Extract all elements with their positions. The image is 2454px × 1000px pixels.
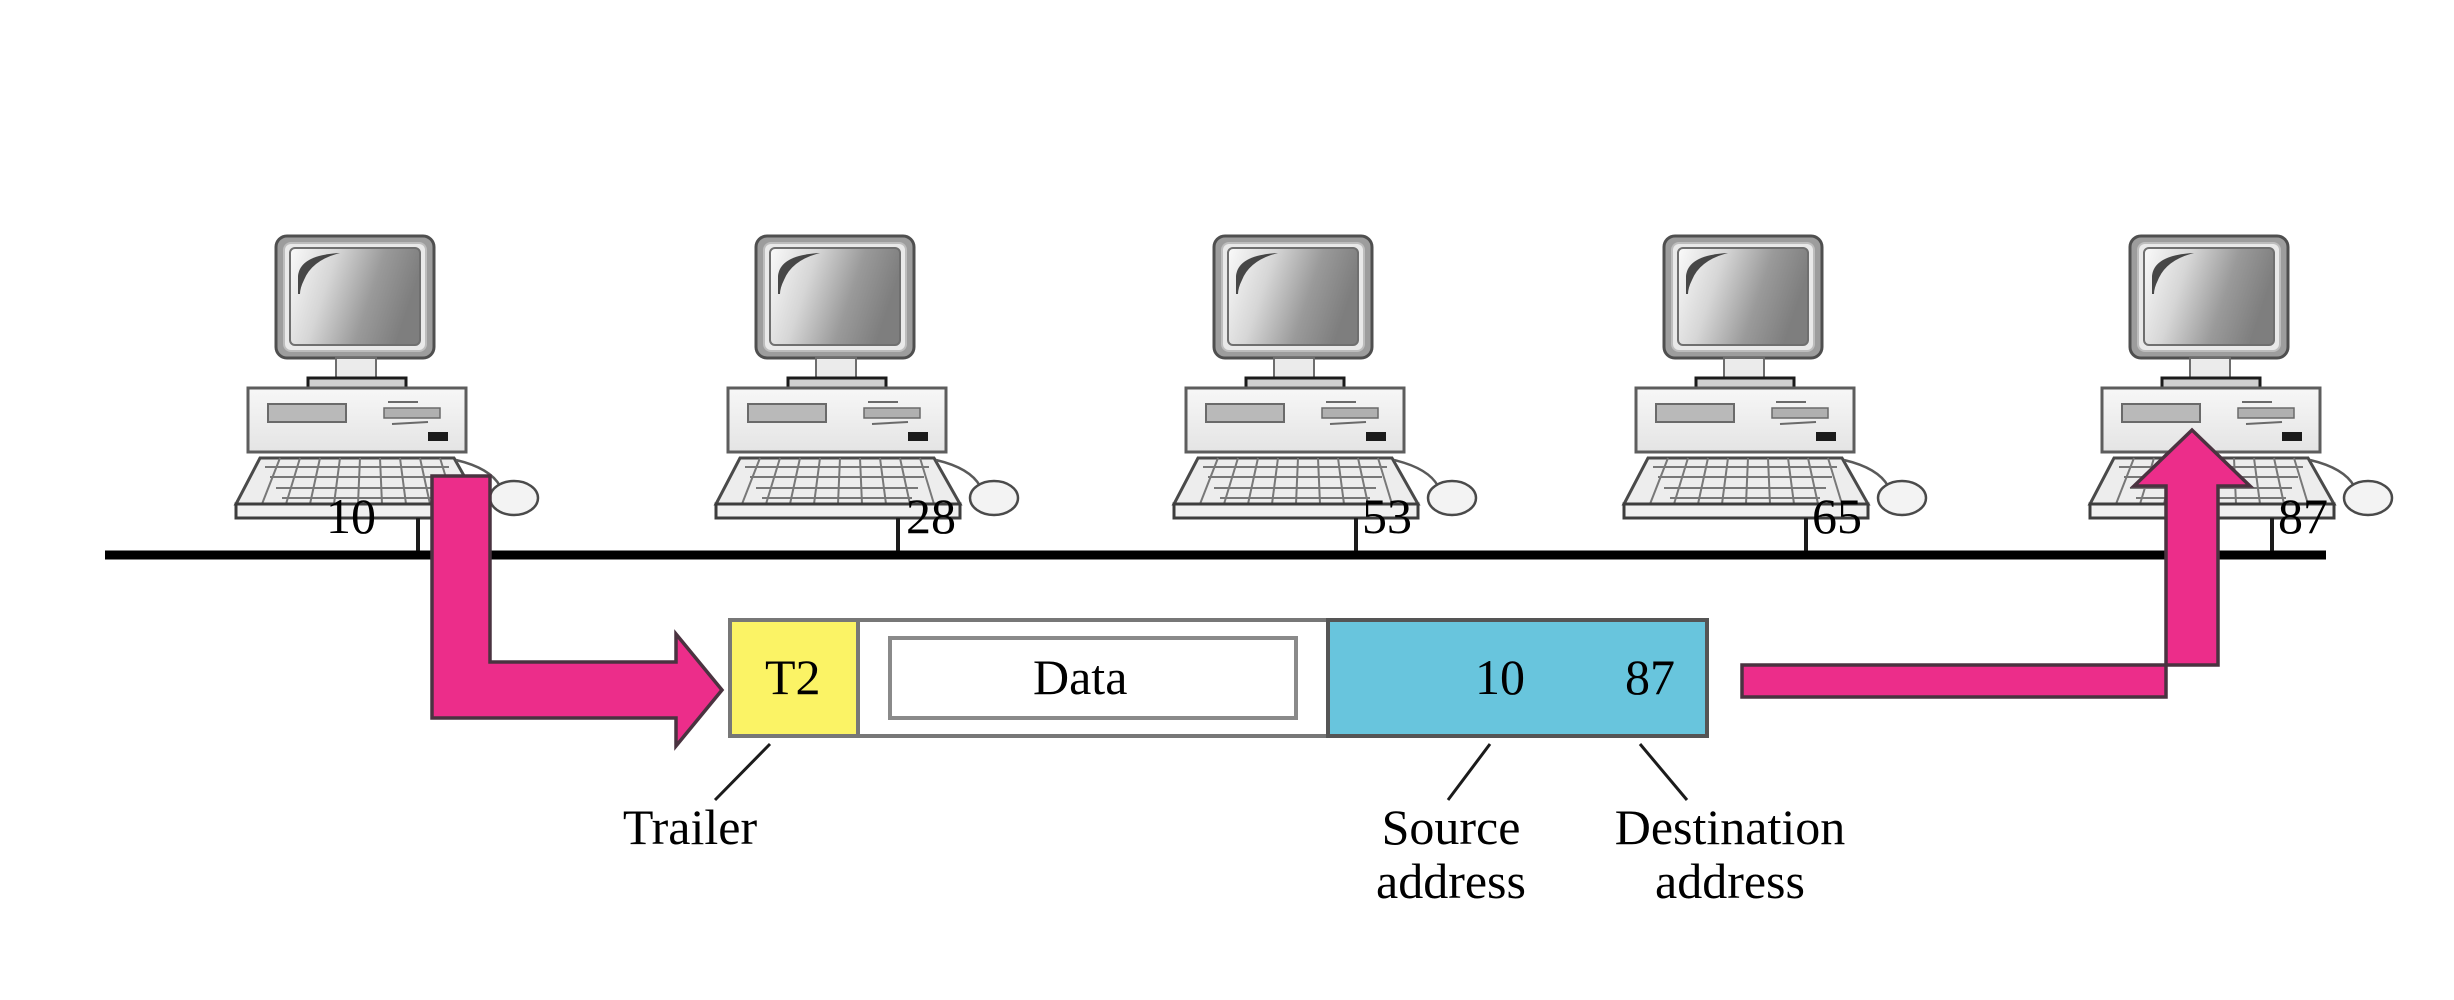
frame-data-inner-box — [888, 636, 1298, 720]
caption-source-address-line1: Source — [1381, 799, 1521, 855]
station-address-label-53: 53 — [1362, 488, 1412, 544]
frame-header-box — [1326, 618, 1709, 738]
leader-line-source-address — [1446, 743, 1492, 801]
receive-arrow-to-station-87 — [1740, 427, 2255, 699]
caption-trailer: Trailer — [622, 799, 758, 855]
station-icon-53[interactable] — [1172, 234, 1478, 520]
caption-destination-address-line1: Destination — [1614, 799, 1846, 855]
station-address-label-28: 28 — [906, 488, 956, 544]
station-address-label-87: 87 — [2278, 488, 2328, 544]
caption-source-address: Source address — [1336, 800, 1566, 908]
station-address-label-65: 65 — [1812, 488, 1862, 544]
caption-source-address-line2: address — [1376, 853, 1526, 909]
frame-trailer-label: T2 — [765, 649, 821, 705]
caption-destination-address-line2: address — [1655, 853, 1805, 909]
station-icon-28[interactable] — [714, 234, 1020, 520]
leader-line-destination-address — [1638, 743, 1689, 801]
frame-destination-address-value: 87 — [1625, 649, 1675, 705]
station-icon-10[interactable] — [234, 234, 540, 520]
frame-data-label: Data — [1033, 649, 1128, 705]
send-arrow-from-station-10 — [430, 474, 725, 751]
leader-line-trailer — [713, 742, 772, 802]
station-drop-lines — [416, 518, 2274, 553]
station-address-label-10: 10 — [326, 488, 376, 544]
station-icon-65[interactable] — [1622, 234, 1928, 520]
caption-destination-address: Destination address — [1570, 800, 1890, 908]
frame-source-address-value: 10 — [1475, 649, 1525, 705]
